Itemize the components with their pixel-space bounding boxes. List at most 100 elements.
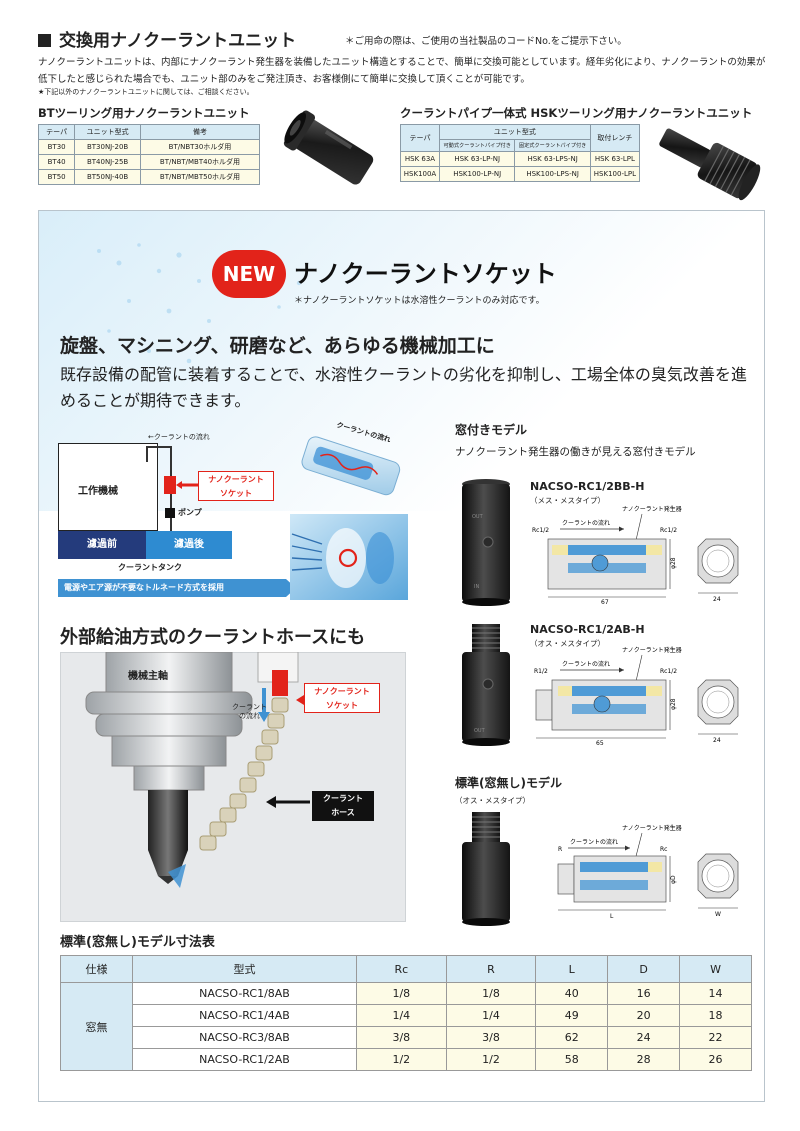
spec-group-cell: 窓無 [60,982,133,1071]
port-right-label: Rc [660,846,667,853]
model-drawing: ナノクーラント発生器 R1/2 Rc1/2 クーラントの流れ φ28 65 24 [534,646,739,746]
standard-model-title: 標準(窓無し)モデル [455,776,562,790]
machine-tool-label: 工作機械 [78,486,118,497]
model-code: NACSO-RC1/2AB-H [530,623,645,636]
coolant-flow-label: クーラント の流れ [232,703,267,720]
tornado-illustration [290,436,408,600]
table-row: BT50 BT50NJ-40B BT/NBT/MBT50ホルダ用 [37,169,261,185]
table-header: R [445,955,537,983]
order-note: ＊ご用命の際は、ご使用の当社製品のコードNo.をご提示下さい。 [345,36,627,47]
flow-label: クーラントの流れ [570,838,618,846]
pipe-line [146,446,172,448]
length-label: 67 [601,599,609,605]
coolant-tank-label: クーラントタンク [118,563,182,572]
table-header: 備考 [139,124,261,140]
length-label: L [610,913,614,920]
hsk-unit-title: クーラントパイプ一体式 HSKツーリング用ナノクーラントユニット [400,106,753,120]
generator-label: ナノクーラント発生器 [622,824,682,832]
table-row: NACSO-RC1/2AB 1/2 1/2 58 28 26 [61,1048,752,1071]
model-code: NACSO-RC1/2BB-H [530,480,645,493]
table-row: HSK100A HSK100-LP-NJ HSK100-LPS-NJ HSK10… [400,166,641,182]
headline-machining: 旋盤、マシニング、研磨など、あらゆる機械加工に [60,335,495,357]
table-header: ユニット型式 [438,124,591,140]
generator-label: ナノクーラント発生器 [622,646,682,654]
tornado-method-banner: 電源やエア源が不要なトルネード方式を採用 [58,579,286,597]
port-left-label: R1/2 [534,668,548,675]
dimension-table: 仕様 型式 Rc R L D W 窓無 NACSO-RC1/8AB 1/8 1/… [60,955,752,1071]
after-filter-area: 濾過後 [146,531,232,559]
part-out-marking: OUT [474,728,486,734]
hsk-unit-table: テーパ ユニット型式 取付レンチ 可動式クーラントパイプ付き 固定式クーラントパ… [400,124,641,182]
port-left-label: R [558,846,562,853]
table-header: 仕様 [60,955,133,983]
model-drawing: ナノクーラント発生器 Rc1/2 Rc1/2 クーラントの流れ φ28 67 2… [532,505,739,605]
intro-text: ナノクーラントユニットは、内部にナノクーラント発生器を装備したユニット構造とする… [38,57,766,85]
table-header: テーパ [400,124,440,152]
diameter-label: φ28 [670,698,677,710]
socket-body-text: 既存設備の配管に装着することで、水溶性クーラントの劣化を抑制し、工場全体の臭気改… [60,365,747,410]
square-bullet-icon [38,34,51,47]
width-label: W [715,911,721,918]
table-subheader: 可動式クーラントパイプ付き [438,139,516,152]
socket-callout: ナノクーラント ソケット [198,471,274,501]
table-row: 窓無 NACSO-RC1/8AB 1/8 1/8 40 16 14 [60,982,752,1071]
part-out-marking: OUT [472,514,484,520]
table-row: BT30 BT30NJ-20B BT/NBT30ホルダ用 [37,139,261,155]
generator-label: ナノクーラント発生器 [622,505,682,513]
part-in-marking: IN [474,584,479,590]
pump-label: ポンプ [178,508,202,517]
dimension-table-title: 標準(窓無し)モデル寸法表 [60,935,215,950]
model-type: （オス・メスタイプ） [530,639,605,648]
arrow-left-icon [176,481,198,489]
hsk-unit-part-image [659,128,761,201]
intro-footnote: ★下記以外のナノクーラントユニットに関しては、ご相談ください。 [38,88,254,96]
panel-background [39,211,764,511]
flow-label: クーラントの流れ [562,660,610,668]
socket-part-image [462,812,510,926]
width-label: 24 [713,596,721,603]
coolant-flow-label: ←クーラントの流れ [148,433,210,441]
window-model-title: 窓付きモデル [455,423,528,437]
socket-part-image: OUT [462,624,510,746]
table-subheader: 固定式クーラントパイプ付き [514,139,591,152]
table-header: D [607,955,681,983]
pipe-line [146,446,148,462]
diameter-label: φ28 [670,557,677,569]
before-filter-area: 濾過前 [58,531,146,559]
arrow-left-icon: ← [148,433,154,441]
table-row: NACSO-RC3/8AB 3/8 3/8 62 24 22 [61,1026,752,1049]
socket-title: ナノクーラントソケット [294,260,557,288]
new-badge: NEW [212,250,286,298]
model-type: （メス・メスタイプ） [530,496,605,505]
bt-unit-part-image [283,110,374,185]
socket-marker [164,476,176,494]
bt-unit-title: BTツーリング用ナノクーラントユニット [38,106,250,120]
width-label: 24 [713,737,721,744]
table-header: 型式 [132,955,357,983]
diameter-label: φD [670,875,677,884]
table-header: 取付レンチ [589,124,641,152]
hose-callout: クーラント ホース [312,791,374,821]
section-title: 交換用ナノクーラントユニット [38,26,296,51]
model-drawing: ナノクーラント発生器 R Rc クーラントの流れ φD L W [557,824,739,920]
port-right-label: Rc1/2 [660,527,677,534]
table-header: L [535,955,609,983]
port-left-label: Rc1/2 [532,527,549,534]
socket-part-image: OUT IN [462,479,510,606]
model-type: （オス・メスタイプ） [455,796,530,805]
bt-unit-table: テーパ ユニット型式 備考 BT30 BT30NJ-20B BT/NBT30ホル… [37,124,261,185]
machine-tool-box [58,443,158,531]
table-row: NACSO-RC1/4AB 1/4 1/4 49 20 18 [61,1004,752,1027]
window-model-desc: ナノクーラント発生器の働きが見える窓付きモデル [455,446,696,458]
table-header: テーパ [37,124,76,140]
table-header: Rc [356,955,447,983]
table-header: ユニット型式 [74,124,141,140]
table-row: BT40 BT40NJ-25B BT/NBT/MBT40ホルダ用 [37,154,261,170]
socket-callout: ナノクーラント ソケット [304,683,380,713]
pump-marker [165,508,175,518]
length-label: 65 [596,740,604,746]
port-right-label: Rc1/2 [660,668,677,675]
headline-hose: 外部給油方式のクーラントホースにも [60,627,366,648]
flow-label: クーラントの流れ [562,519,610,527]
table-header: W [679,955,752,983]
